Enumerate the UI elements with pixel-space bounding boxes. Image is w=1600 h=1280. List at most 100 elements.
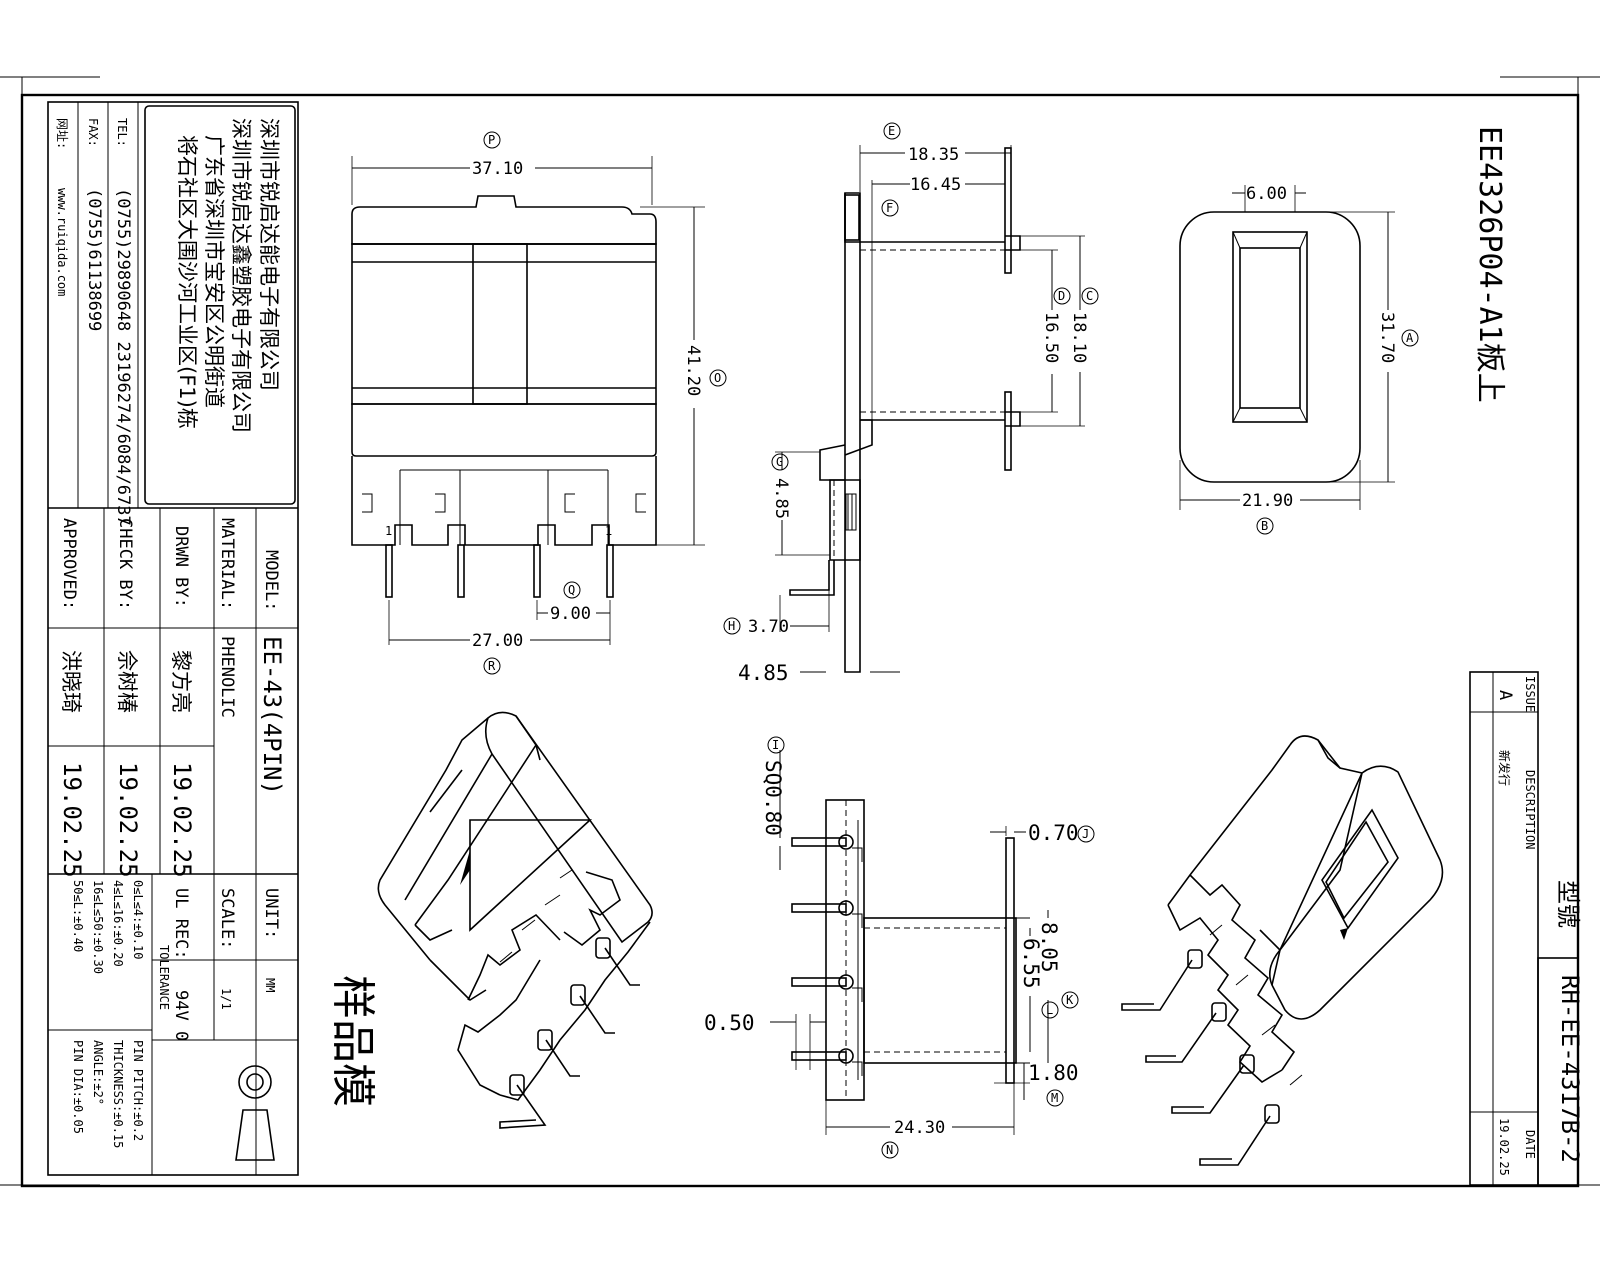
dim-C-balloon: C bbox=[1086, 289, 1093, 303]
dim-K-value: 8.05 bbox=[1037, 922, 1061, 973]
dim-C-value: 18.10 bbox=[1069, 312, 1089, 363]
dim-L-value: 6.55 bbox=[1019, 938, 1043, 989]
sample-mold-label: 样品模 bbox=[327, 975, 378, 1107]
dim-I-value: SQ0.80 bbox=[761, 760, 785, 836]
tolerance-8: PIN DIA:±0.05 bbox=[71, 1040, 85, 1134]
date-value: 19.02.25 bbox=[1497, 1118, 1511, 1176]
tolerance-6: THICKNESS:±0.15 bbox=[111, 1040, 125, 1148]
tolerance-4: 50≤L:±0.40 bbox=[71, 880, 85, 952]
dim-B-value: 21.90 bbox=[1242, 491, 1293, 511]
approved-label: APPROVED: bbox=[59, 518, 79, 610]
fax-label: FAX: bbox=[86, 118, 100, 147]
revision-block bbox=[1469, 671, 1579, 1186]
dim-O-value: 41.20 bbox=[683, 345, 703, 396]
company-name-2: 深圳市锐启达鑫塑胶电子有限公司 bbox=[229, 118, 253, 433]
approved-date: 19.02.25 bbox=[58, 762, 86, 878]
dim-N-balloon: N bbox=[886, 1143, 893, 1157]
top-view: 6.00 31.70 A 21.90 B bbox=[1179, 184, 1419, 535]
model-value: EE-43(4PIN) bbox=[258, 636, 286, 795]
side-view-2: SQ0.80 I 0.70 J 8.05 K 6.55 L 1.80 M 24.… bbox=[704, 736, 1095, 1159]
tolerance-2: 4≤L≤16:±0.20 bbox=[111, 880, 125, 967]
dim-Q-value: 9.00 bbox=[550, 604, 591, 624]
dim-F-value: 16.45 bbox=[910, 175, 961, 195]
part-number: RH-EE-4317B-2 bbox=[1556, 975, 1584, 1163]
drawing-title: EE4326P04-A1板上 bbox=[1472, 126, 1507, 403]
drawn-name: 黎方亮 bbox=[169, 650, 193, 713]
fax-value: (0755)61138699 bbox=[84, 188, 104, 331]
projection-symbol bbox=[235, 1065, 275, 1161]
ul-value: 94V 0 bbox=[171, 990, 191, 1041]
dim-M-balloon: M bbox=[1051, 1091, 1058, 1105]
dim-A-value: 31.70 bbox=[1377, 312, 1397, 363]
company-info: 深圳市锐启达能电子有限公司 深圳市锐启达鑫塑胶电子有限公司 广东省深圳市宝安区公… bbox=[55, 118, 281, 526]
scale-value: 1/1 bbox=[219, 988, 233, 1010]
issue-value: A bbox=[1495, 690, 1515, 700]
isometric-view-right bbox=[1121, 735, 1444, 1166]
tel-label: TEL: bbox=[115, 118, 129, 147]
company-address-1: 广东省深圳市宝安区公明街道 bbox=[202, 135, 226, 408]
dim-R-value: 27.00 bbox=[472, 631, 523, 651]
dim-J-value: 0.70 bbox=[1028, 821, 1079, 845]
description-label: DESCRIPTION bbox=[1523, 770, 1537, 849]
dim-P-value: 37.10 bbox=[472, 159, 523, 179]
info-fields: MODEL: EE-43(4PIN) MATERIAL: PHENOLIC DR… bbox=[58, 518, 286, 1148]
dim-E-balloon: E bbox=[888, 124, 895, 138]
dim-H-value: 3.70 bbox=[748, 617, 789, 637]
tolerance-1: 0≤L≤4:±0.10 bbox=[131, 880, 145, 959]
ul-label: UL REC: bbox=[171, 888, 191, 960]
check-label: CHECK BY: bbox=[115, 518, 135, 610]
front-view: 1 1 37.10 P 41.20 O 9.00 Q 27.00 R bbox=[351, 131, 727, 675]
dim-K-balloon: K bbox=[1066, 993, 1074, 1007]
dim-P-balloon: P bbox=[488, 133, 495, 147]
unit-value: MM bbox=[263, 978, 277, 992]
tel-value: (0755)29890648 23196274/6084/6737 bbox=[113, 188, 133, 526]
unit-label: UNIT: bbox=[261, 888, 281, 939]
dim-H-balloon: H bbox=[728, 619, 735, 633]
web-value: www.ruiqida.com bbox=[55, 188, 69, 296]
web-label: 网址: bbox=[55, 118, 69, 149]
scale-label: SCALE: bbox=[217, 888, 237, 949]
tolerance-7: ANGLE:±2° bbox=[91, 1040, 105, 1105]
tolerance-label: TOLERANCE bbox=[157, 945, 171, 1010]
pin-1-right-mark: 1 bbox=[605, 524, 612, 538]
dim-Z-value: 0.50 bbox=[704, 1011, 755, 1035]
side-view: 18.35 E 16.45 F 18.10 C 16.50 D 4.85 G bbox=[723, 122, 1099, 685]
dim-A-balloon: A bbox=[1406, 331, 1414, 345]
title-block bbox=[47, 101, 299, 1176]
dim-F-balloon: F bbox=[886, 201, 893, 215]
dim-L-balloon: L bbox=[1046, 1003, 1053, 1017]
dim-D-value: 16.50 bbox=[1041, 312, 1061, 363]
dim-D-balloon: D bbox=[1058, 289, 1065, 303]
dim-J-balloon: J bbox=[1082, 827, 1089, 841]
revision-text: ISSUE A DESCRIPTION 新发行 DATE 19.02.25 型號… bbox=[1495, 676, 1584, 1176]
dim-R-balloon: R bbox=[488, 659, 496, 673]
dim-E-value: 18.35 bbox=[908, 145, 959, 165]
dim-Q-balloon: Q bbox=[568, 583, 575, 597]
approved-name: 洪晓琦 bbox=[59, 650, 83, 713]
dim-W6-value: 6.00 bbox=[1246, 184, 1287, 204]
dim-X-value: 4.85 bbox=[738, 661, 789, 685]
isometric-view-left bbox=[377, 711, 653, 1129]
material-label: MATERIAL: bbox=[217, 518, 237, 610]
dim-O-balloon: O bbox=[714, 371, 721, 385]
company-address-2: 将石社区大围沙河工业区(F1)栋 bbox=[175, 135, 199, 429]
issue-label: ISSUE bbox=[1523, 676, 1537, 712]
pin-1-left-mark: 1 bbox=[385, 524, 392, 538]
tolerance-3: 16≤L≤50:±0.30 bbox=[91, 880, 105, 974]
dim-G-value: 4.85 bbox=[771, 478, 791, 519]
drawn-date: 19.02.25 bbox=[168, 762, 196, 878]
dim-M-value: 1.80 bbox=[1028, 1061, 1079, 1085]
tolerance-5: PIN PITCH:±0.2 bbox=[131, 1040, 145, 1141]
dim-N-value: 24.30 bbox=[894, 1118, 945, 1138]
model-number-label: 型號 bbox=[1554, 880, 1582, 928]
dim-G-balloon: G bbox=[776, 455, 783, 469]
model-label: MODEL: bbox=[261, 550, 281, 611]
description-value: 新发行 bbox=[1497, 750, 1512, 786]
check-date: 19.02.25 bbox=[114, 762, 142, 878]
company-name-1: 深圳市锐启达能电子有限公司 bbox=[257, 118, 281, 391]
check-name: 佘树椿 bbox=[115, 650, 139, 713]
dim-I-balloon: I bbox=[772, 738, 779, 752]
drawn-label: DRWN BY: bbox=[171, 526, 191, 608]
material-value: PHENOLIC bbox=[217, 636, 237, 718]
date-label: DATE bbox=[1523, 1130, 1537, 1159]
